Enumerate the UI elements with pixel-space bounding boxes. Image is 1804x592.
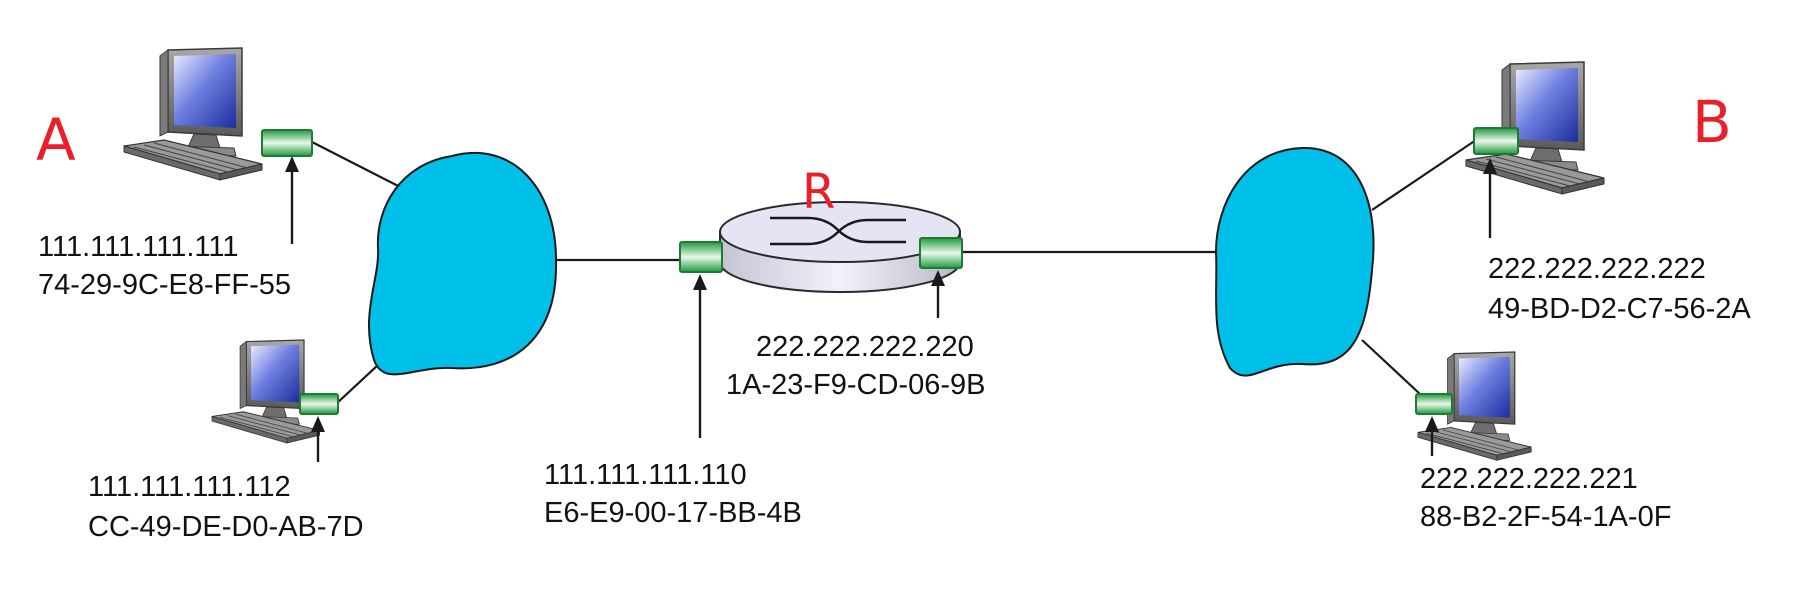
router-left-ip: 111.111.111.110 [544, 459, 747, 491]
network-interface-icon [261, 129, 313, 157]
subnet-cloud-icon [1214, 146, 1375, 377]
host-a2-ip: 111.111.111.112 [88, 471, 291, 503]
host-b-label: B [1692, 88, 1732, 156]
host-a-mac: 74-29-9C-E8-FF-55 [38, 269, 291, 301]
links [311, 139, 1477, 405]
host-a2-mac: CC-49-DE-D0-AB-7D [88, 511, 364, 543]
router-icon [719, 201, 961, 293]
link-subnet2-b2 [1361, 339, 1421, 395]
host-a-label: A [36, 106, 76, 174]
network-interface-icon [679, 241, 723, 273]
network-interface-icon [1415, 393, 1453, 415]
interfaces [261, 127, 1519, 415]
host-a-ip: 111.111.111.111 [38, 231, 239, 263]
router-right-ip: 222.222.222.220 [756, 331, 974, 363]
router-left-mac: E6-E9-00-17-BB-4B [544, 497, 802, 529]
host-b-ip: 222.222.222.222 [1488, 253, 1706, 285]
network-interface-icon [1473, 127, 1519, 155]
link-a-subnet1 [311, 141, 411, 193]
subnet-cloud-icon [367, 151, 558, 376]
link-subnet2-b [1371, 139, 1477, 211]
router-label: R [802, 164, 835, 220]
host-b-mac: 49-BD-D2-C7-56-2A [1488, 293, 1751, 325]
desktop-computer-icon [211, 339, 321, 444]
host-b2-ip: 222.222.222.221 [1420, 463, 1638, 495]
network-interface-icon [919, 237, 963, 269]
router-right-mac: 1A-23-F9-CD-06-9B [726, 369, 985, 401]
network-interface-icon [299, 393, 339, 415]
arrows [285, 156, 1497, 462]
desktop-computer-icon [123, 47, 263, 181]
host-b2-mac: 88-B2-2F-54-1A-0F [1420, 501, 1671, 533]
